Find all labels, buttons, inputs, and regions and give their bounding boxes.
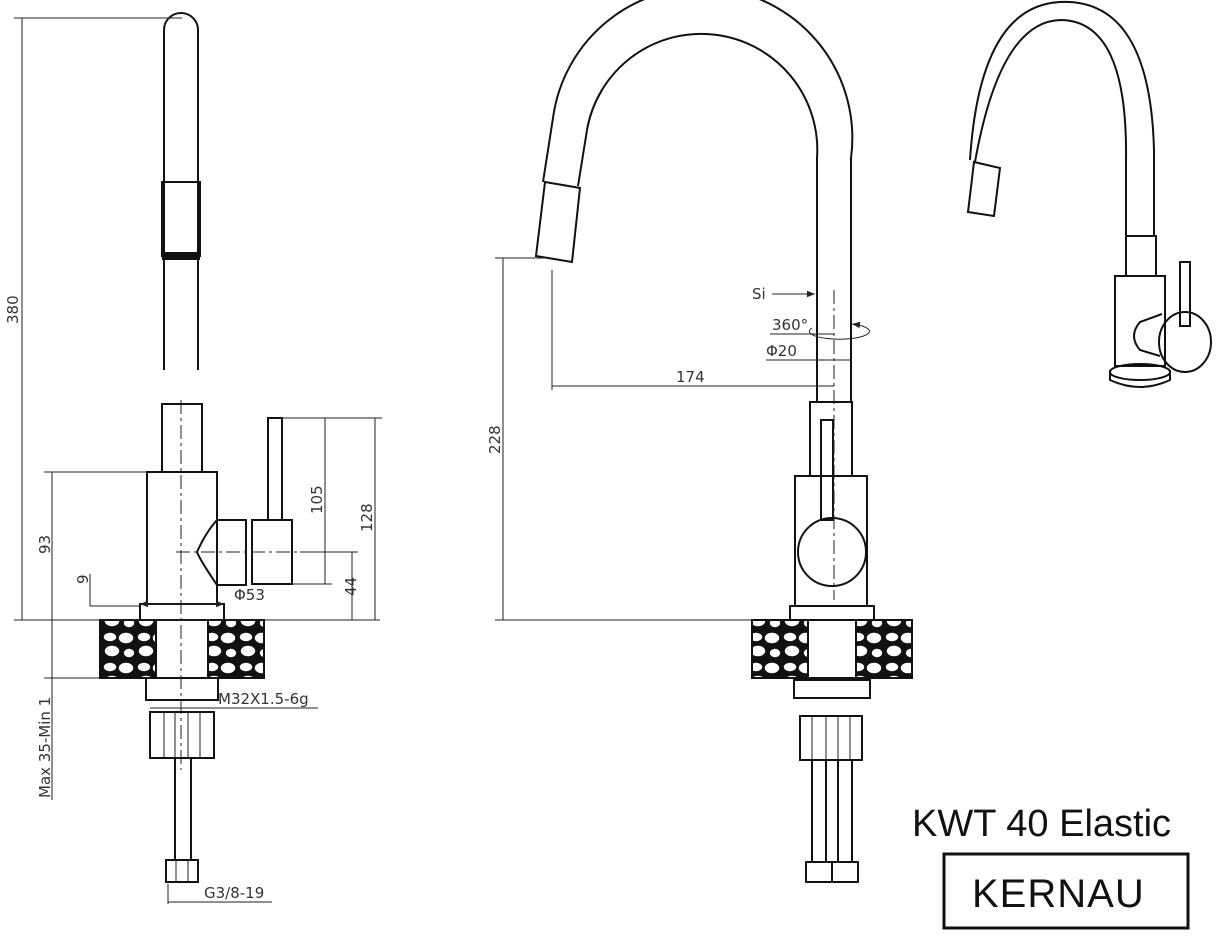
front-base — [789, 605, 875, 621]
side-lever-boss — [195, 519, 247, 586]
front-spray-head — [534, 180, 582, 264]
iso-neck — [1125, 235, 1157, 277]
side-spray-tip — [162, 252, 200, 260]
iso-body — [1114, 275, 1166, 367]
dim-thickness: Max 35-Min 1 — [36, 697, 54, 798]
front-spout-outer — [542, 0, 854, 402]
front-nut — [799, 715, 863, 761]
dim-380: 380 — [4, 295, 22, 324]
side-view: 380 93 9 Φ53 105 128 44 Max 35-Min 1 M32… — [4, 12, 382, 904]
side-spout-tube — [163, 12, 199, 370]
front-lever-cap — [797, 517, 867, 587]
iso-lever-cap — [1158, 311, 1212, 373]
dim-44: 44 — [342, 577, 360, 596]
dim-93: 93 — [36, 535, 54, 554]
front-hose-left — [811, 759, 827, 863]
iso-view — [966, 0, 1212, 388]
dim-105: 105 — [308, 485, 326, 514]
side-counter-left — [99, 619, 157, 679]
side-lever-handle — [267, 417, 283, 521]
front-hose-right — [837, 759, 853, 863]
dim-9: 9 — [74, 574, 92, 584]
dim-thread-m: M32X1.5-6g — [218, 690, 309, 708]
side-nut — [149, 711, 215, 759]
front-mount-ring — [793, 679, 871, 699]
iso-base — [1109, 370, 1171, 388]
front-spout-inner — [577, 32, 819, 402]
dim-thread-g: G3/8-19 — [204, 884, 264, 902]
iso-lever-handle — [1179, 261, 1191, 327]
side-hose-nut — [165, 859, 199, 883]
front-neck — [809, 401, 853, 477]
brand-box — [942, 852, 1190, 930]
dim-128: 128 — [358, 503, 376, 532]
side-spray-head — [161, 181, 201, 257]
iso-spray-head — [966, 160, 1002, 218]
dim-174: 174 — [676, 368, 705, 386]
front-lever-handle — [820, 419, 834, 521]
side-base — [139, 603, 225, 621]
side-hose — [174, 757, 192, 861]
iso-spout-outer — [974, 18, 1128, 236]
dim-228: 228 — [486, 425, 504, 454]
side-body — [146, 471, 218, 605]
dim-d53: Φ53 — [234, 586, 265, 604]
front-counter-left — [751, 619, 809, 679]
brand-name: KERNAU — [972, 872, 1145, 916]
side-counter-right — [207, 619, 265, 679]
product-title: KWT 40 Elastic — [912, 803, 1171, 845]
dim-d20: Φ20 — [766, 342, 797, 360]
label-si: Si — [752, 285, 766, 303]
iso-spout-shade — [969, 0, 1155, 236]
side-mount-ring — [145, 677, 219, 701]
iso-lever-boss — [1133, 313, 1163, 357]
side-neck — [161, 403, 203, 473]
dim-360: 360° — [772, 316, 808, 334]
front-counter-right — [855, 619, 913, 679]
front-view: 228 174 Si 360° Φ20 — [486, 0, 913, 883]
